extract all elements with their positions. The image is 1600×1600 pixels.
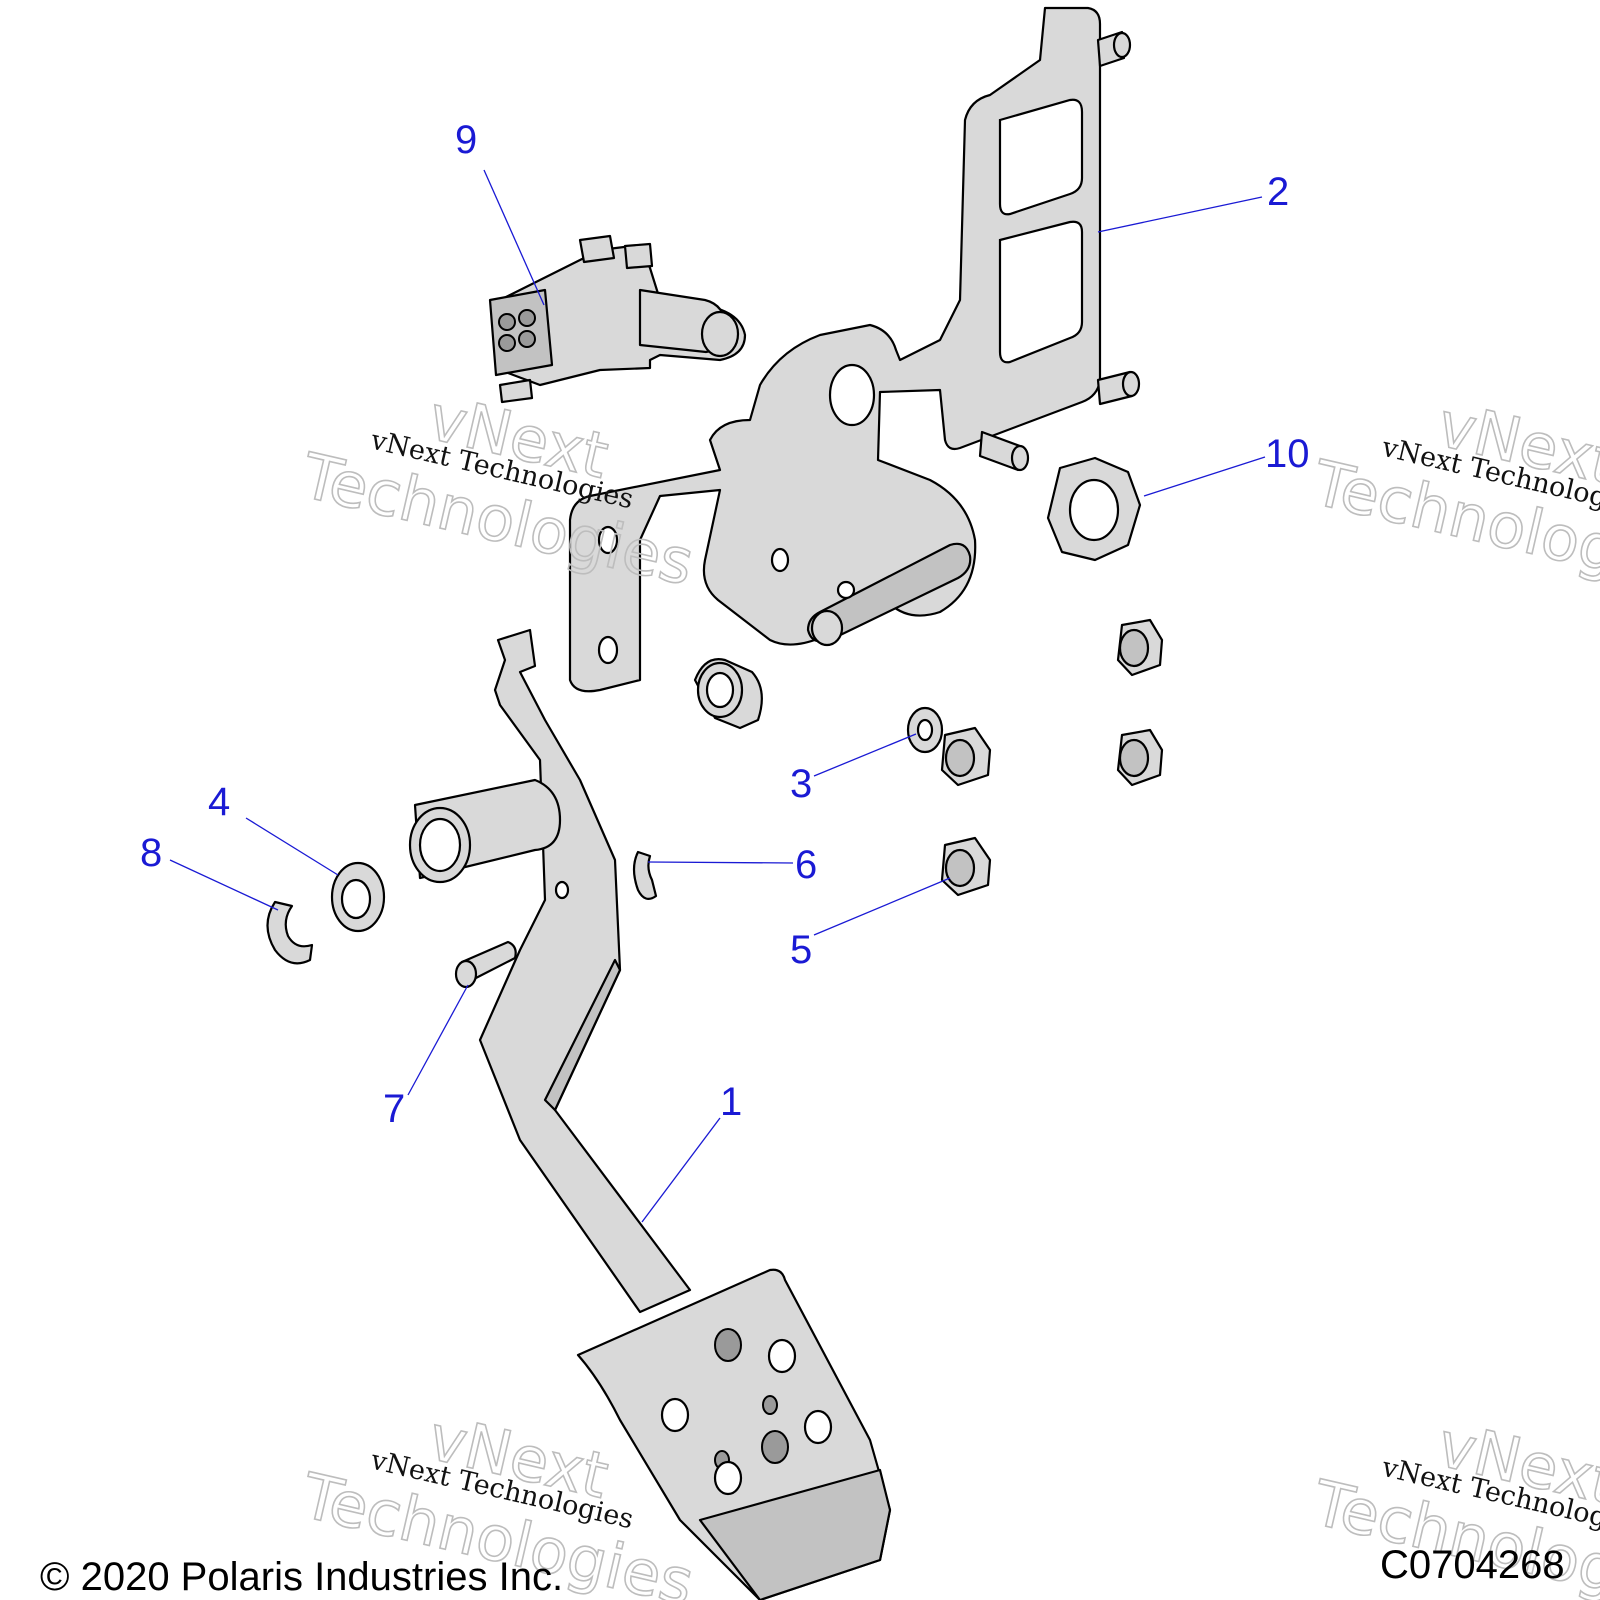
part-6-hairpin-clip (632, 850, 658, 900)
pedal-pad (576, 1268, 892, 1600)
callout-1: 1 (720, 1080, 742, 1124)
leader-line-4 (245, 817, 339, 876)
callout-2: 2 (1267, 170, 1289, 214)
watermark-upper-right: vNext Technologies vNext Technologies (1305, 387, 1600, 608)
callout-10: 10 (1265, 432, 1310, 476)
part-2-mounting-bracket (568, 6, 1141, 693)
copyright-text: © 2020 Polaris Industries Inc. (40, 1555, 563, 1599)
leader-lines (169, 169, 1266, 1223)
leader-line-6 (647, 861, 794, 864)
callout-3: 3 (790, 762, 812, 806)
leader-line-8 (169, 859, 279, 911)
part-10-hex-nut (1046, 456, 1142, 562)
watermark-lower-right: vNext Technologies vNext Technologies (1305, 1407, 1600, 1600)
callout-9: 9 (455, 118, 477, 162)
part-5-flange-nut (940, 836, 992, 897)
part-1-pedal-arm (408, 628, 692, 1314)
flange-nut-middle (940, 726, 992, 787)
callout-6: 6 (795, 843, 817, 887)
part-9-switch-sensor (488, 234, 747, 404)
callout-8: 8 (140, 831, 162, 875)
bushing-upper (693, 658, 763, 730)
leader-line-10 (1143, 456, 1266, 497)
callout-5: 5 (790, 928, 812, 972)
leader-line-7 (407, 984, 469, 1096)
part-4-flanged-bushing (330, 861, 386, 933)
leader-line-9 (483, 169, 545, 306)
leader-line-5 (813, 877, 951, 936)
part-3-star-washer (906, 706, 944, 754)
leader-line-2 (1097, 196, 1263, 233)
leader-line-1 (641, 1117, 721, 1223)
leader-line-3 (813, 733, 917, 777)
part-7-clevis-pin (454, 940, 517, 989)
callout-7: 7 (383, 1087, 405, 1131)
figure-code: C0704268 (1380, 1543, 1565, 1587)
callout-4: 4 (208, 780, 230, 824)
pedal-pad-holes (660, 1328, 833, 1496)
callout-numbers: 1 2 3 4 5 6 7 8 9 10 (140, 118, 1310, 1131)
flange-nut-upper-right (1116, 618, 1164, 677)
part-8-e-clip (266, 900, 314, 965)
flange-nut-middle-right (1116, 728, 1164, 787)
